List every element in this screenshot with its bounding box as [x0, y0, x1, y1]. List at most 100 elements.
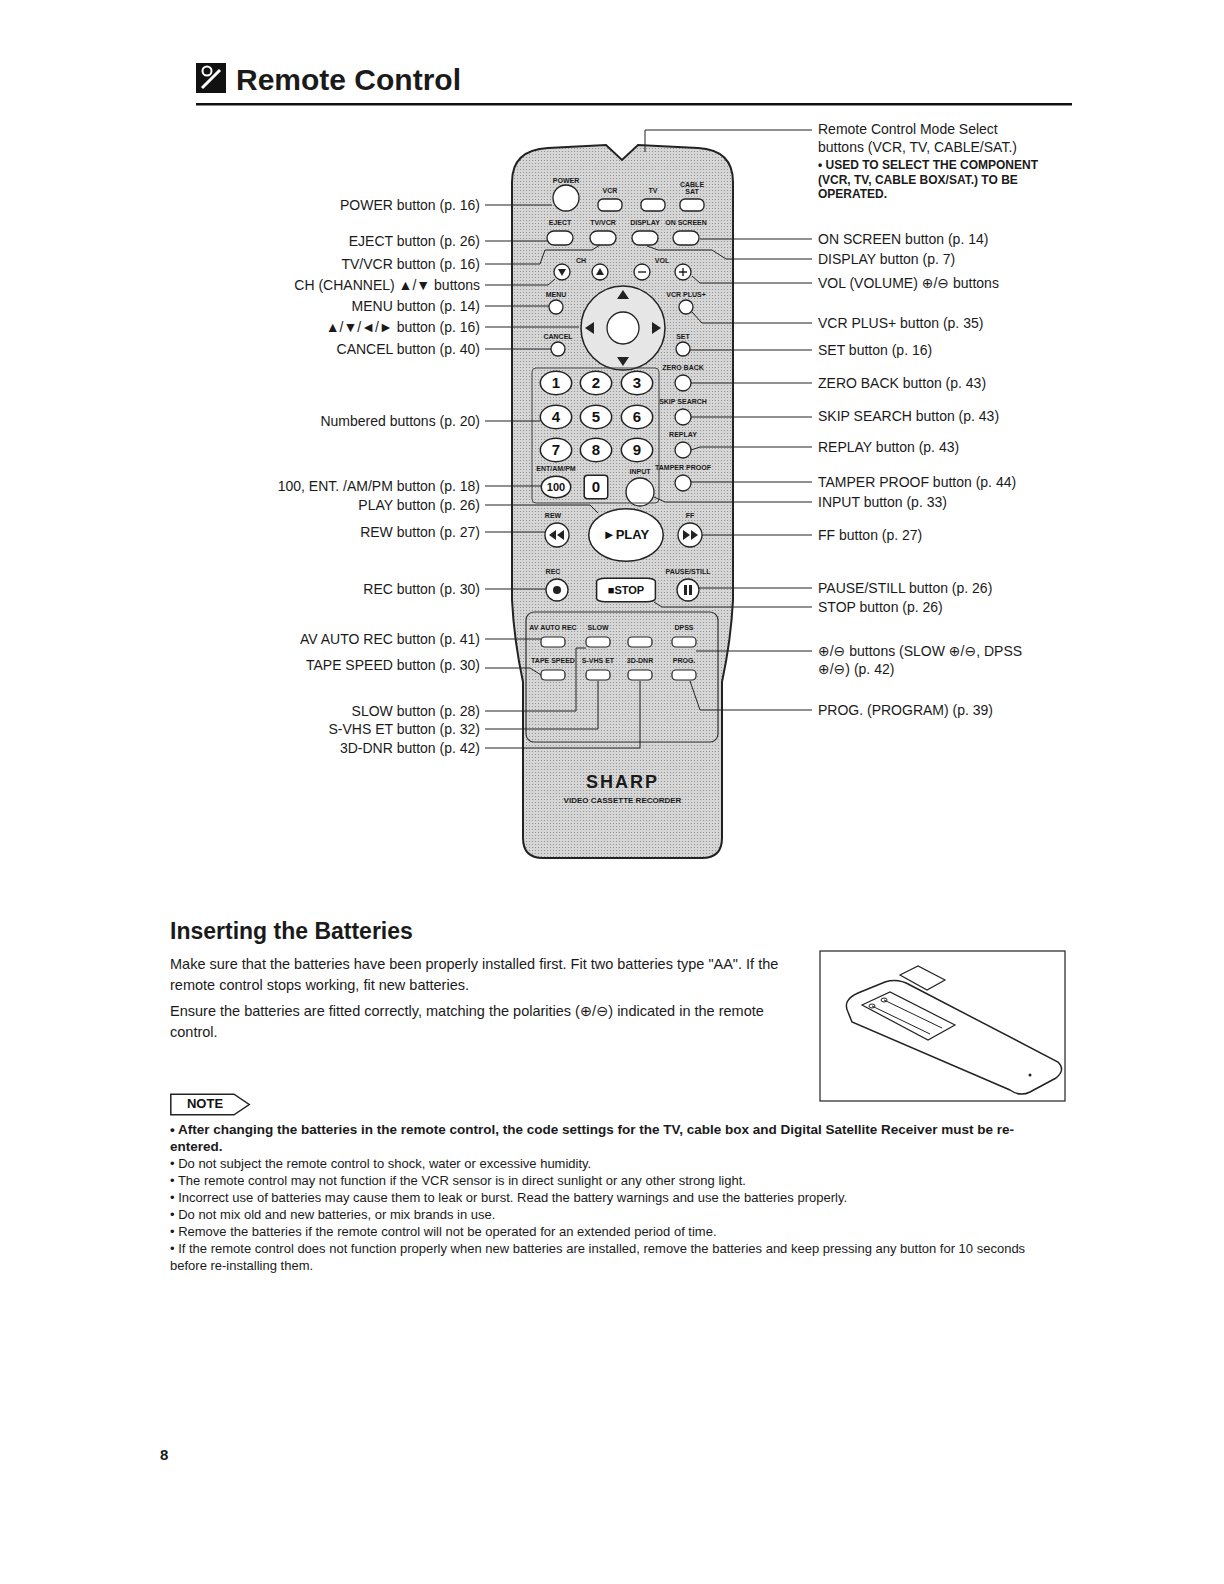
number-button: 7	[540, 438, 572, 462]
callout-label: REPLAY button (p. 43)	[818, 439, 959, 456]
callout-label: POWER button (p. 16)	[340, 197, 480, 214]
callout-label: AV AUTO REC button (p. 41)	[300, 631, 480, 648]
button-label: POWER	[553, 177, 579, 184]
callout-label: VOL (VOLUME) ⊕/⊖ buttons	[818, 275, 999, 292]
button-label: TAPE SPEED	[531, 657, 575, 664]
button-label: REPLAY	[669, 431, 697, 438]
button-label: AV AUTO REC	[529, 624, 576, 631]
callout-label: S-VHS ET button (p. 32)	[329, 721, 480, 738]
callout-label: 100, ENT. /AM/PM button (p. 18)	[278, 478, 480, 495]
page-title: Remote Control	[236, 62, 461, 98]
callout-label: MENU button (p. 14)	[352, 298, 480, 315]
button-label: CH	[576, 257, 586, 264]
button-label: REW	[545, 512, 561, 519]
callout-label: TAMPER PROOF button (p. 44)	[818, 474, 1016, 491]
note-item: • Do not mix old and new batteries, or m…	[170, 1206, 1062, 1223]
section-heading: Inserting the Batteries	[170, 918, 413, 946]
button-label: VOL	[655, 257, 669, 264]
callout-label: TV/VCR button (p. 16)	[341, 256, 480, 273]
note-item: • If the remote control does not functio…	[170, 1240, 1062, 1274]
callout-label: INPUT button (p. 33)	[818, 494, 947, 511]
callout-label: Numbered buttons (p. 20)	[320, 413, 480, 430]
callout-label: EJECT button (p. 26)	[349, 233, 480, 250]
number-button: 2	[580, 371, 612, 395]
callout-label: VCR PLUS+ button (p. 35)	[818, 315, 983, 332]
number-button: 5	[580, 405, 612, 429]
button-text: 5	[592, 409, 600, 426]
brand-text: SHARP	[586, 772, 659, 794]
button-label: ENT/AM/PM	[536, 465, 575, 472]
button-label: CANCEL	[543, 333, 572, 340]
callout-label: REW button (p. 27)	[360, 524, 480, 541]
button-label: VCR	[603, 187, 618, 194]
play-button: ►PLAY	[588, 508, 664, 562]
button-text: 8	[592, 442, 600, 459]
body-text: Make sure that the batteries have been p…	[170, 954, 810, 995]
button-label: 3D-DNR	[627, 657, 653, 664]
number-button: 6	[621, 405, 653, 429]
button-text: ►PLAY	[603, 528, 649, 542]
callout-label: DISPLAY button (p. 7)	[818, 251, 955, 268]
note-tag: NOTE	[170, 1094, 250, 1115]
number-button: 3	[621, 371, 653, 395]
button-label: PAUSE/STILL	[666, 568, 711, 575]
remote-body: SHARP VIDEO CASSETTE RECORDER 1 2 3 4 5 6 7 8 9 100…	[510, 140, 735, 860]
button-label: VCR PLUS+	[666, 291, 705, 298]
callout-label: ZERO BACK button (p. 43)	[818, 375, 986, 392]
button-label: SET	[676, 333, 690, 340]
body-text: Ensure the batteries are fitted correctl…	[170, 1001, 810, 1042]
callout-label: PLAY button (p. 26)	[358, 497, 480, 514]
button-text: 1	[552, 375, 560, 392]
button-label: S-VHS ET	[582, 657, 614, 664]
button-label: EJECT	[549, 219, 572, 226]
callout-note: • USED TO SELECT THE COMPONENT (VCR, TV,…	[818, 158, 1053, 202]
number-button: 1	[540, 371, 572, 395]
button-text: 6	[633, 409, 641, 426]
callout-label: 3D-DNR button (p. 42)	[340, 740, 480, 757]
button-text: ■STOP	[608, 584, 644, 596]
note-item: • Do not subject the remote control to s…	[170, 1155, 1062, 1172]
number-button: 4	[540, 405, 572, 429]
callout-label: CH (CHANNEL) ▲/▼ buttons	[294, 277, 480, 294]
callout-label: ▲/▼/◄/► button (p. 16)	[326, 319, 480, 336]
number-button: 9	[621, 438, 653, 462]
callout-label: STOP button (p. 26)	[818, 599, 943, 616]
button-text: 100	[547, 481, 565, 493]
button-text: 9	[633, 442, 641, 459]
button-text: 0	[592, 479, 600, 496]
page-number: 8	[160, 1446, 168, 1464]
button-label: REC	[546, 568, 561, 575]
button-label: TV/VCR	[590, 219, 616, 226]
callout-label: ⊕/⊖ buttons (SLOW ⊕/⊖, DPSS ⊕/⊖) (p. 42)	[818, 642, 1033, 678]
brand-text: VIDEO CASSETTE RECORDER	[564, 796, 682, 806]
button-text: NOTE	[187, 1097, 223, 1111]
button-text: 3	[633, 375, 641, 392]
callout-label: TAPE SPEED button (p. 30)	[306, 657, 480, 674]
callout-label: CANCEL button (p. 40)	[337, 341, 480, 358]
button-label: DISPLAY	[630, 219, 660, 226]
button-label: SLOW	[588, 624, 609, 631]
button-label: TAMPER PROOF	[655, 464, 711, 471]
button-label: SKIP SEARCH	[659, 398, 707, 405]
callout-label: Remote Control Mode Select buttons (VCR,…	[818, 121, 1043, 156]
button-label: TV	[649, 187, 658, 194]
note-item: • The remote control may not function if…	[170, 1172, 1062, 1189]
button-label: CABLE SAT	[678, 181, 706, 196]
button-text: 4	[552, 409, 560, 426]
button-label: DPSS	[674, 624, 693, 631]
callout-label: PROG. (PROGRAM) (p. 39)	[818, 702, 993, 719]
number-button: 0	[584, 475, 608, 499]
callout-label: REC button (p. 30)	[363, 581, 480, 598]
button-label: MENU	[546, 291, 567, 298]
callout-label: PAUSE/STILL button (p. 26)	[818, 580, 992, 597]
number-button: 100	[541, 476, 571, 498]
button-text: 2	[592, 375, 600, 392]
button-label: FF	[686, 512, 695, 519]
button-label: ZERO BACK	[662, 364, 704, 371]
note-list: • After changing the batteries in the re…	[170, 1121, 1062, 1274]
callout-label: SKIP SEARCH button (p. 43)	[818, 408, 999, 425]
note-item: • After changing the batteries in the re…	[170, 1121, 1062, 1155]
callout-label: ON SCREEN button (p. 14)	[818, 231, 988, 248]
callout-label: SLOW button (p. 28)	[352, 703, 480, 720]
